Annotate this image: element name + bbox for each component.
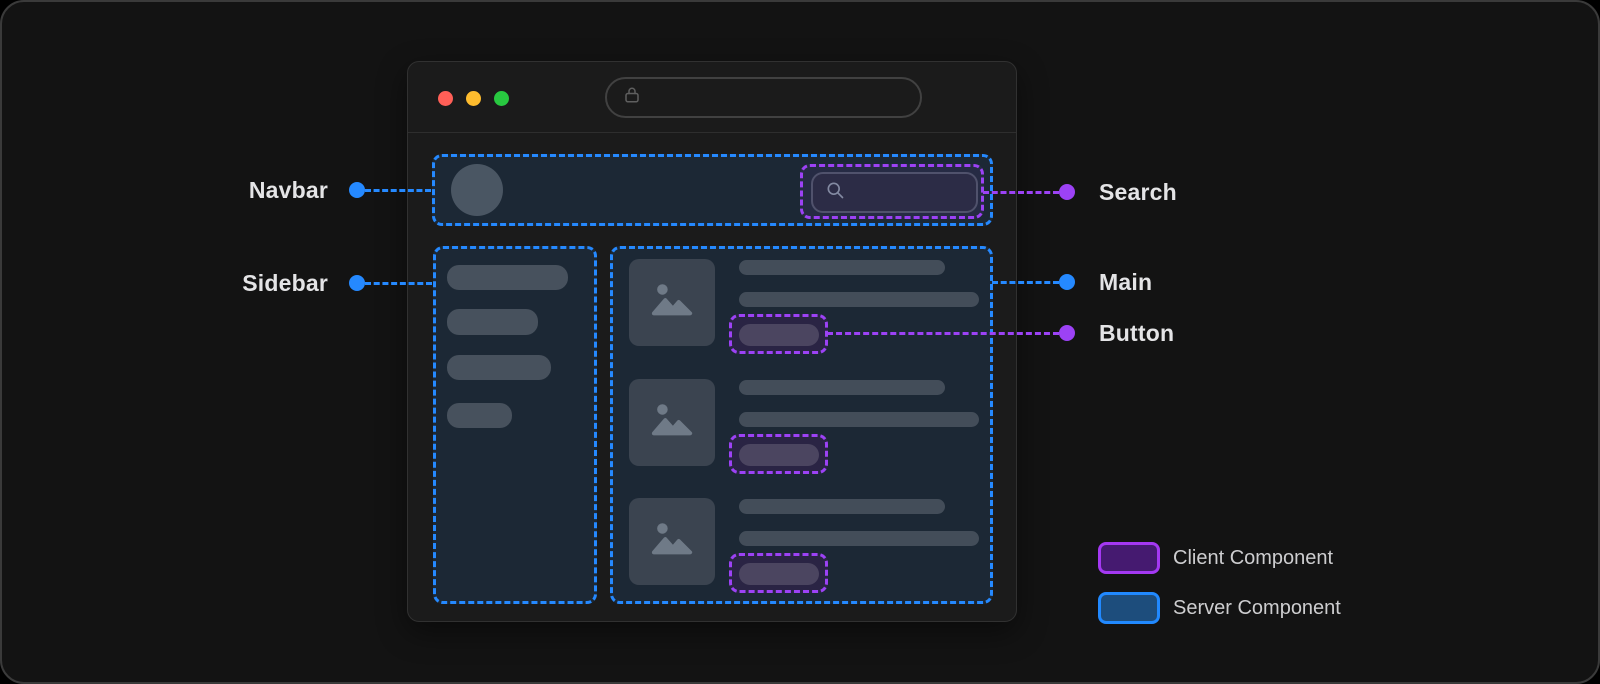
sidebar-region	[433, 246, 597, 604]
search-input	[811, 172, 978, 213]
callout-dot	[349, 275, 365, 291]
callout-dot	[349, 182, 365, 198]
legend-label-client: Client Component	[1173, 546, 1334, 569]
callout-button-label: Button	[1099, 319, 1175, 346]
address-bar	[605, 77, 922, 118]
search-region	[800, 164, 984, 219]
callout-navbar: Navbar	[150, 176, 431, 204]
content-card	[629, 259, 989, 354]
legend-label-server: Server Component	[1173, 596, 1341, 619]
traffic-light-close	[438, 91, 453, 106]
sidebar-skeleton-bar	[447, 403, 512, 428]
callout-search-label: Search	[1099, 178, 1177, 205]
content-card	[629, 498, 989, 593]
sidebar-skeleton-bar	[447, 265, 568, 290]
lock-icon	[623, 85, 641, 110]
image-placeholder	[629, 498, 715, 585]
image-placeholder	[629, 259, 715, 346]
traffic-lights	[438, 91, 509, 106]
content-card	[629, 379, 989, 474]
sidebar-skeleton-bar	[447, 355, 551, 380]
callout-main-label: Main	[1099, 268, 1153, 295]
text-skeleton-bar	[739, 412, 979, 427]
main-region	[610, 246, 993, 604]
legend-item-client: Client Component	[1098, 542, 1333, 574]
callout-line	[983, 190, 1059, 194]
callout-dot	[1059, 274, 1075, 290]
text-skeleton-bar	[739, 260, 945, 275]
traffic-light-minimize	[466, 91, 481, 106]
callout-dot	[1059, 184, 1075, 200]
button-skeleton	[739, 444, 819, 466]
image-icon	[649, 277, 695, 328]
button-skeleton	[739, 324, 819, 346]
callout-button: Button	[827, 319, 1174, 347]
legend-swatch-client	[1098, 542, 1160, 574]
callout-search: Search	[983, 178, 1177, 206]
callout-sidebar: Sidebar	[150, 269, 432, 297]
avatar	[451, 164, 503, 216]
button-region	[729, 553, 828, 593]
button-region	[729, 434, 828, 474]
text-skeleton-bar	[739, 380, 945, 395]
text-skeleton-bar	[739, 499, 945, 514]
callout-line	[992, 280, 1059, 284]
image-placeholder	[629, 379, 715, 466]
button-region	[729, 314, 828, 354]
image-icon	[649, 397, 695, 448]
callout-sidebar-label: Sidebar	[242, 269, 328, 296]
callout-main: Main	[992, 268, 1152, 296]
callout-dot	[1059, 325, 1075, 341]
button-skeleton	[739, 563, 819, 585]
traffic-light-zoom	[494, 91, 509, 106]
callout-line	[365, 188, 431, 192]
callout-line	[365, 281, 432, 285]
legend-item-server: Server Component	[1098, 592, 1341, 624]
browser-titlebar	[408, 62, 1016, 133]
legend-swatch-server	[1098, 592, 1160, 624]
browser-window	[407, 61, 1017, 622]
search-icon	[825, 180, 845, 205]
image-icon	[649, 516, 695, 567]
sidebar-skeleton-bar	[447, 309, 538, 335]
text-skeleton-bar	[739, 292, 979, 307]
callout-line	[827, 331, 1059, 335]
navbar-region	[432, 154, 993, 226]
callout-navbar-label: Navbar	[248, 176, 328, 203]
text-skeleton-bar	[739, 531, 979, 546]
